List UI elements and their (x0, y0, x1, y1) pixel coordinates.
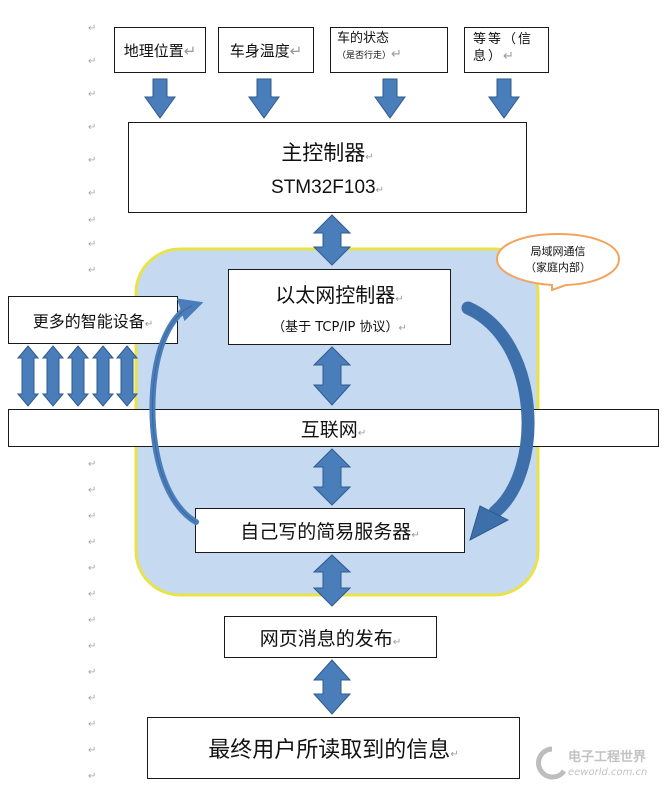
paragraph-mark: ↵ (88, 215, 97, 226)
input-label: 车的状态 (337, 31, 390, 46)
paragraph-mark: ↵ (88, 745, 97, 756)
down-arrow-etc (488, 78, 520, 119)
paragraph-mark: ↵ (450, 749, 459, 760)
paragraph-mark: ↵ (88, 122, 97, 133)
watermark-e-icon (536, 746, 567, 780)
lan-bubble-line1: 局域网通信 (531, 245, 586, 258)
internet-bar: 互联网↵ (8, 409, 659, 447)
paragraph-mark: ↵ (88, 485, 97, 496)
double-arrow-internet-to-server (312, 448, 352, 506)
smart-devices-box: 更多的智能设备↵ (8, 296, 178, 344)
internet-label: 互联网 (300, 418, 358, 441)
end-user-box: 最终用户所读取到的信息↵ (147, 717, 520, 779)
input-label: 车身温度 (229, 41, 290, 60)
curved-arrow-right-head (469, 505, 510, 541)
down-arrow-temperature (248, 78, 280, 119)
paragraph-mark: ↵ (391, 47, 402, 62)
paragraph-mark: ↵ (289, 41, 303, 60)
smart-device-arrow (41, 345, 65, 407)
paragraph-mark: ↵ (357, 427, 367, 439)
input-note: （是否行走） (337, 51, 392, 61)
curved-arrow-right (461, 301, 535, 519)
paragraph-mark: ↵ (88, 511, 97, 522)
input-box-vehicle-state: 车的状态 （是否行走）↵ (330, 27, 448, 73)
main-controller-chip: STM32F103 (271, 176, 376, 198)
ethernet-controller-title: 以太网控制器 (275, 283, 396, 307)
server-label: 自己写的简易服务器 (240, 521, 412, 543)
curved-arrow-left (149, 298, 204, 525)
input-label: 地理位置 (123, 41, 184, 60)
paragraph-mark: ↵ (88, 155, 97, 166)
double-arrow-ethernet-to-internet (312, 346, 352, 406)
paragraph-mark: ↵ (88, 589, 97, 600)
paragraph-mark: ↵ (392, 636, 402, 648)
paragraph-mark: ↵ (395, 294, 404, 305)
smart-device-arrow (115, 345, 139, 407)
paragraph-mark: ↵ (144, 319, 154, 330)
paragraph-mark: ↵ (88, 56, 97, 67)
paragraph-mark: ↵ (88, 641, 97, 652)
paragraph-mark: ↵ (88, 615, 97, 626)
paragraph-mark: ↵ (88, 667, 97, 678)
ethernet-controller-box: 以太网控制器↵ （基于 TCP/IP 协议）↵ (228, 269, 451, 345)
down-arrow-vehicle-state (374, 78, 406, 119)
paragraph-mark: ↵ (88, 719, 97, 730)
double-arrow-main-to-ethernet (312, 214, 352, 266)
paragraph-mark: ↵ (503, 49, 516, 64)
paragraph-mark: ↵ (411, 530, 420, 541)
paragraph-mark: ↵ (375, 184, 384, 196)
ethernet-controller-subtitle: （基于 TCP/IP 协议） (272, 320, 399, 335)
server-box: 自己写的简易服务器↵ (195, 508, 465, 553)
paragraph-mark: ↵ (365, 151, 374, 163)
smart-device-arrow (91, 345, 115, 407)
smart-devices-label: 更多的智能设备 (32, 312, 145, 331)
lan-bubble-shape (495, 232, 621, 291)
smart-device-arrow (66, 345, 90, 407)
paragraph-mark: ↵ (88, 23, 97, 34)
main-controller-title: 主控制器 (281, 140, 366, 165)
paragraph-mark: ↵ (88, 239, 97, 250)
paragraph-mark: ↵ (183, 41, 197, 60)
publish-label: 网页消息的发布 (259, 627, 393, 650)
input-label: 等等（信息） (473, 32, 534, 64)
paragraph-mark: ↵ (88, 265, 97, 276)
double-arrow-server-to-publish (312, 554, 352, 607)
down-arrow-location (144, 78, 176, 119)
paragraph-mark: ↵ (88, 563, 97, 574)
end-user-label: 最终用户所读取到的信息 (208, 738, 451, 763)
paragraph-mark: ↵ (398, 323, 407, 334)
watermark-graphic: 电子工程世界 eeworld.com.cn (536, 746, 647, 780)
paragraph-mark: ↵ (88, 693, 97, 704)
watermark-logo: 电子工程世界 eeworld.com.cn (534, 745, 660, 781)
double-arrow-publish-to-user (312, 659, 352, 715)
paragraph-mark: ↵ (88, 188, 97, 199)
smart-device-arrow (16, 345, 40, 407)
paragraph-mark: ↵ (88, 89, 97, 100)
smart-device-arrows (16, 345, 139, 407)
paragraph-mark: ↵ (88, 771, 97, 782)
curved-arrow-left-edge (151, 305, 197, 523)
input-box-etc: 等等（信息）↵ (464, 27, 549, 73)
lan-bubble: 局域网通信 （家庭内部） (495, 232, 621, 291)
lan-bubble-line2: （家庭内部） (525, 260, 591, 274)
paragraph-mark: ↵ (88, 459, 97, 470)
main-controller-box: 主控制器↵ STM32F103↵ (128, 122, 527, 213)
paragraph-mark: ↵ (88, 537, 97, 548)
watermark-url: eeworld.com.cn (568, 767, 647, 778)
publish-box: 网页消息的发布↵ (224, 616, 437, 658)
input-box-location: 地理位置↵ (114, 27, 206, 73)
watermark-brand: 电子工程世界 (568, 749, 646, 765)
input-box-body-temperature: 车身温度↵ (218, 27, 314, 73)
